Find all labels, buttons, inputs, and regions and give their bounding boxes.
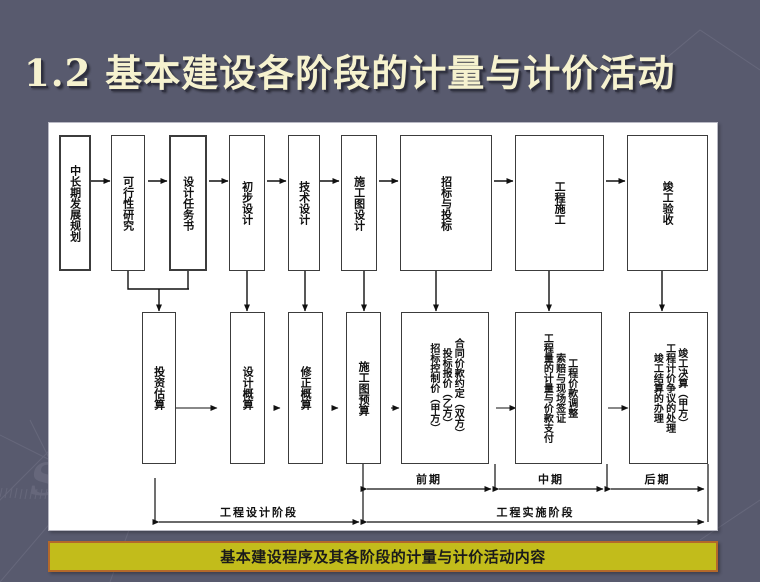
flow-box-label: 招标与投标: [439, 175, 453, 231]
page-title: 1.2 基本建设各阶段的计量与计价活动: [24, 51, 676, 95]
flow-box-p4[interactable]: 初步设计: [229, 135, 265, 271]
flow-box-p5[interactable]: 技术设计: [288, 135, 320, 271]
phase-label-mid: 中期: [538, 473, 564, 486]
stage-label-design: 工程设计阶段: [220, 506, 298, 519]
flow-box-label: 合同价款约定（双方）: [452, 338, 464, 438]
diagram-connectors: [91, 178, 709, 525]
flow-box-label: 修正概算: [299, 366, 313, 410]
flow-box-label: 竣工结算的办理: [651, 353, 663, 423]
phase-label-early: 前期: [416, 473, 442, 486]
phase-label-late: 后期: [644, 473, 671, 486]
flow-box-c5[interactable]: 合同价款约定（双方） 投标报价（乙方） 招标控制价（甲方）: [401, 312, 489, 464]
flow-box-label: 竣工决算（甲方）: [675, 348, 687, 428]
flow-box-label: 竣工验收: [661, 181, 675, 225]
flow-box-label: 设计任务书: [181, 175, 195, 231]
flow-box-c4[interactable]: 施工图预算: [346, 312, 381, 464]
flow-box-c2[interactable]: 设计概算: [230, 312, 265, 464]
flow-box-label: 工程计价争议的处理: [663, 343, 675, 433]
flow-box-label: 工程价款调整: [565, 358, 577, 418]
flow-box-p2[interactable]: 可行性研究: [111, 135, 145, 271]
flow-box-label: 中长期发展规划: [68, 164, 82, 242]
flow-box-c7[interactable]: 竣工决算（甲方） 工程计价争议的处理 竣工结算的办理: [629, 312, 708, 464]
flow-box-label: 投标报价（乙方）: [440, 348, 452, 428]
flow-box-label: 工程施工: [553, 181, 567, 225]
flow-box-label: 施工图设计: [352, 175, 366, 231]
flow-box-p6[interactable]: 施工图设计: [341, 135, 377, 271]
flow-box-label: 索赔与现场签证: [553, 353, 565, 423]
flow-box-label: 设计概算: [241, 366, 255, 410]
diagram-panel: 中长期发展规划 可行性研究 设计任务书 初步设计 技术设计 施工图设计 招标与投…: [48, 122, 718, 531]
flow-box-label: 施工图预算: [357, 360, 371, 416]
flow-box-label: 技术设计: [297, 181, 311, 225]
flow-box-p3[interactable]: 设计任务书: [169, 135, 207, 271]
caption-bar: 基本建设程序及其各阶段的计量与计价活动内容: [48, 541, 718, 572]
stage-label-implementation: 工程实施阶段: [496, 506, 575, 519]
flow-box-p8[interactable]: 工程施工: [515, 135, 604, 271]
flow-box-p7[interactable]: 招标与投标: [400, 135, 492, 271]
flow-box-label: 投资估算: [152, 366, 166, 410]
flow-box-c3[interactable]: 修正概算: [288, 312, 323, 464]
flow-box-label: 可行性研究: [121, 175, 135, 231]
flow-box-label: 工程量的计量与价款支付: [541, 333, 553, 443]
caption-text: 基本建设程序及其各阶段的计量与计价活动内容: [220, 548, 546, 566]
flow-box-label: 初步设计: [240, 181, 254, 225]
flow-box-p1[interactable]: 中长期发展规划: [59, 135, 91, 271]
flow-box-p9[interactable]: 竣工验收: [627, 135, 708, 271]
flow-box-c1[interactable]: 投资估算: [142, 312, 176, 464]
flow-box-label: 招标控制价（甲方）: [427, 343, 439, 433]
flow-box-c6[interactable]: 工程价款调整 索赔与现场签证 工程量的计量与价款支付: [515, 312, 602, 464]
